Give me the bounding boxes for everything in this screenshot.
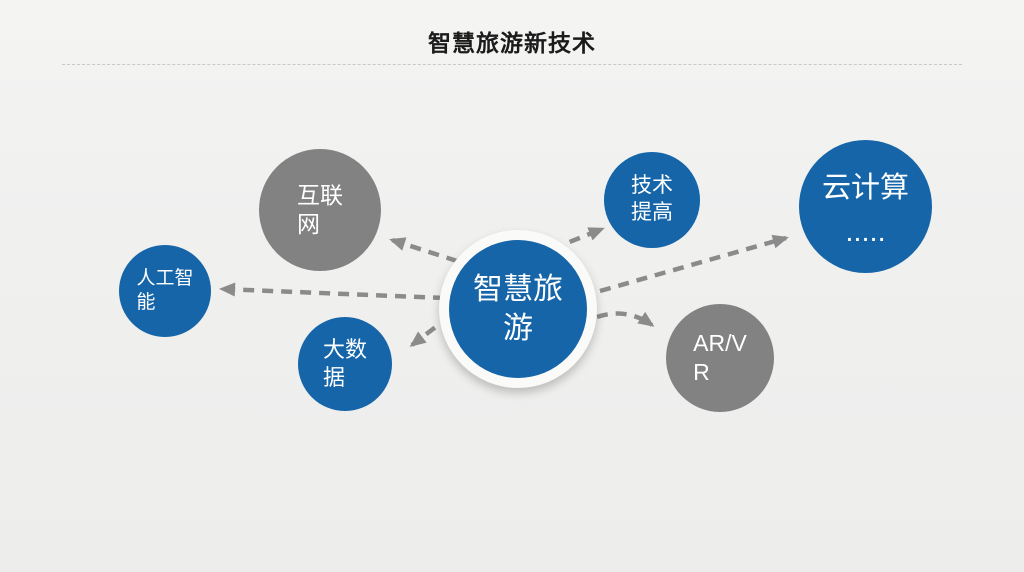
node-label-line: 游 xyxy=(503,312,533,345)
node-tech-label: 技术 提高 xyxy=(631,173,673,227)
node-label-line: R xyxy=(693,359,710,385)
node-label-line: 能 xyxy=(136,292,156,313)
node-ar-vr: AR/V R xyxy=(666,304,774,412)
node-label-line: 据 xyxy=(322,365,345,390)
arrow-to-arvr-icon xyxy=(596,311,655,327)
node-label-line: 网 xyxy=(297,211,320,237)
node-label-line: 人工智 xyxy=(136,267,194,289)
node-artificial-intelligence: 人工智 能 xyxy=(119,245,211,337)
center-node-ring: 智慧旅 游 xyxy=(439,230,597,388)
node-arvr-label: AR/V R xyxy=(693,329,747,388)
center-node-label: 智慧旅 游 xyxy=(473,270,563,348)
arrow-to-internet-icon xyxy=(389,237,458,264)
title-divider xyxy=(62,64,962,65)
node-internet: 互联 网 xyxy=(259,149,381,271)
node-bigdata-label: 大数 据 xyxy=(323,336,367,392)
node-label-line: 大数 xyxy=(322,336,367,362)
node-label-line: 智慧旅 xyxy=(473,273,563,306)
node-internet-label: 互联 网 xyxy=(297,181,343,240)
node-label-line: 技术 xyxy=(631,174,673,198)
node-label-line: 提高 xyxy=(631,201,673,224)
node-cloud-label: 云计算 ..... xyxy=(822,167,909,254)
node-label-line: 互联 xyxy=(297,181,343,208)
slide-title: 智慧旅游新技术 xyxy=(428,30,596,56)
arrow-to-ai-icon xyxy=(219,282,445,301)
node-smart-tourism: 智慧旅 游 xyxy=(449,240,587,378)
arrow-to-cloud-icon xyxy=(599,234,789,294)
node-label-line: AR/V xyxy=(693,329,747,356)
node-ai-label: 人工智 能 xyxy=(136,267,193,316)
node-tech-improvement: 技术 提高 xyxy=(604,152,700,248)
node-cloud-computing: 云计算 ..... xyxy=(799,140,932,273)
node-label-line: ..... xyxy=(845,215,886,248)
node-big-data: 大数 据 xyxy=(298,317,392,411)
node-label-line: 云计算 xyxy=(821,172,909,204)
